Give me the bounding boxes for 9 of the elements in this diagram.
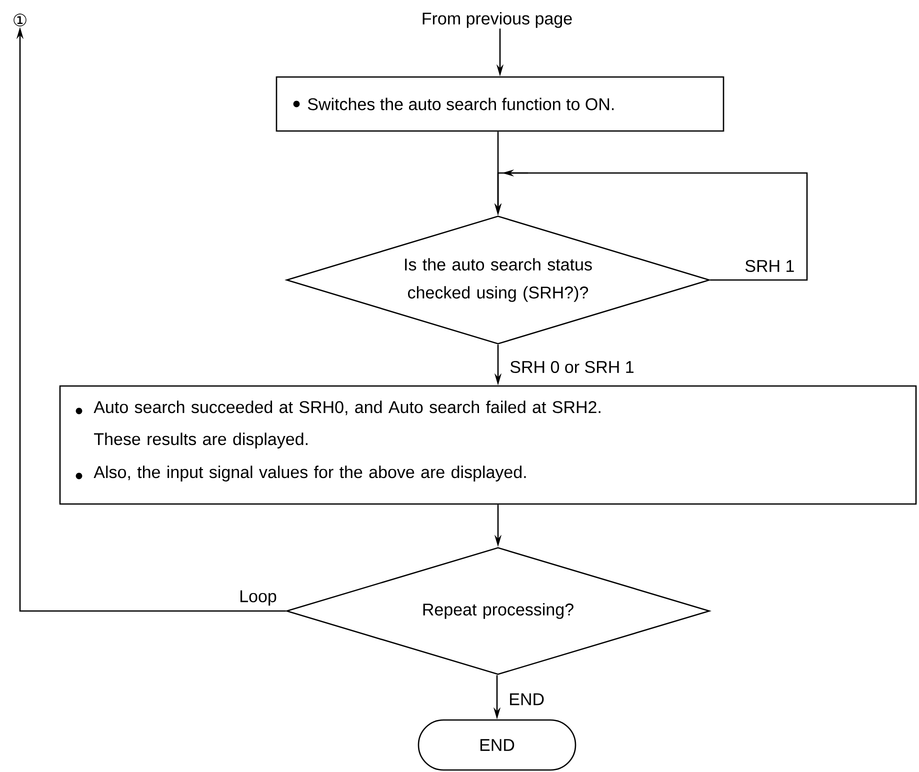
edge-label: SRH 0 or SRH 1 (510, 360, 634, 374)
edge-label: END (510, 693, 544, 706)
connector-number: ① (14, 14, 26, 26)
start-text: From previous page (422, 12, 572, 28)
terminal-box: END (418, 719, 576, 771)
process-box: Auto search succeeded at SRH0, and Auto search failed at SRH2. These results are displayed. Also, the input signal values for the above are displayed. (59, 385, 917, 505)
edge-label: Loop (240, 590, 276, 606)
edge-label: SRH 1 (745, 260, 794, 272)
process-box: Switches the auto search function to ON. (276, 76, 724, 132)
